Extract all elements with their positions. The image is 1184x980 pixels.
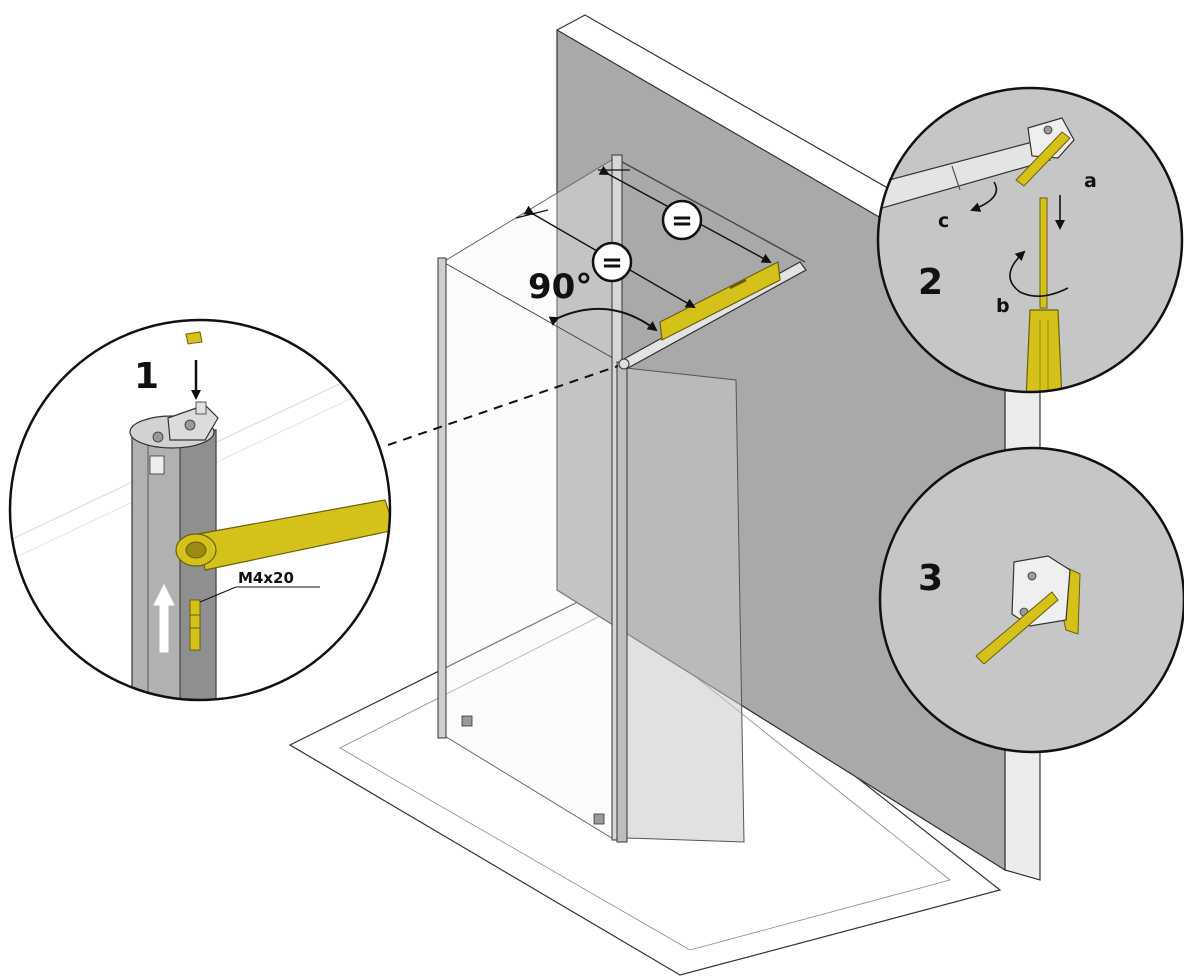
cap-nut bbox=[185, 331, 203, 345]
sub-label-a: a bbox=[1084, 170, 1097, 192]
spirit-level-vial bbox=[729, 278, 747, 290]
stabilizer-tube bbox=[878, 139, 1051, 211]
equal-label-bottom: = bbox=[601, 248, 623, 278]
detail-leader-line bbox=[387, 365, 619, 446]
equal-badge-bottom: = bbox=[591, 241, 633, 283]
screw-leader bbox=[199, 586, 237, 603]
step-1-label: 1 bbox=[134, 356, 159, 397]
profile-body-shade bbox=[179, 429, 217, 700]
equal-label-top: = bbox=[671, 206, 693, 236]
top-screw-post bbox=[195, 401, 207, 415]
wall-bracket bbox=[1027, 117, 1075, 159]
detail-1: M4x20 1 bbox=[8, 318, 392, 702]
inserted-bar bbox=[975, 591, 1059, 665]
profile-notch bbox=[149, 455, 165, 475]
screw-m4x20 bbox=[189, 599, 201, 651]
angle-arc bbox=[548, 307, 658, 332]
arrow-c-rotate bbox=[970, 181, 998, 212]
glass-panel-return bbox=[625, 367, 745, 843]
sub-label-b: b bbox=[996, 295, 1010, 317]
step-2-label: 2 bbox=[918, 262, 943, 303]
detail-3: 3 bbox=[878, 446, 1184, 754]
screw-label: M4x20 bbox=[238, 569, 294, 587]
corner-profile-lower bbox=[616, 361, 628, 843]
step-3-label: 3 bbox=[918, 558, 943, 599]
floor-block-left bbox=[461, 715, 473, 727]
spirit-level bbox=[659, 261, 781, 341]
glass-panel-fixed bbox=[442, 157, 616, 841]
screwdriver-handle bbox=[1025, 309, 1063, 392]
detail-2: a b c 2 bbox=[876, 86, 1184, 394]
angle-label: 90° bbox=[528, 267, 592, 307]
stabilizer-joint bbox=[618, 358, 630, 370]
top-frame-line-front bbox=[442, 261, 621, 363]
bracket-body bbox=[1011, 555, 1071, 627]
equal-badge-top: = bbox=[661, 199, 703, 241]
allen-key bbox=[1015, 131, 1071, 187]
sub-label-c: c bbox=[938, 210, 949, 232]
floor-block-right bbox=[593, 813, 605, 825]
wall-profile-left bbox=[437, 257, 447, 739]
up-arrow-white bbox=[153, 583, 175, 653]
screwdriver-shaft bbox=[1039, 197, 1048, 309]
floor-plate-inner bbox=[339, 609, 951, 951]
arrow-b-rotate bbox=[1009, 250, 1069, 297]
